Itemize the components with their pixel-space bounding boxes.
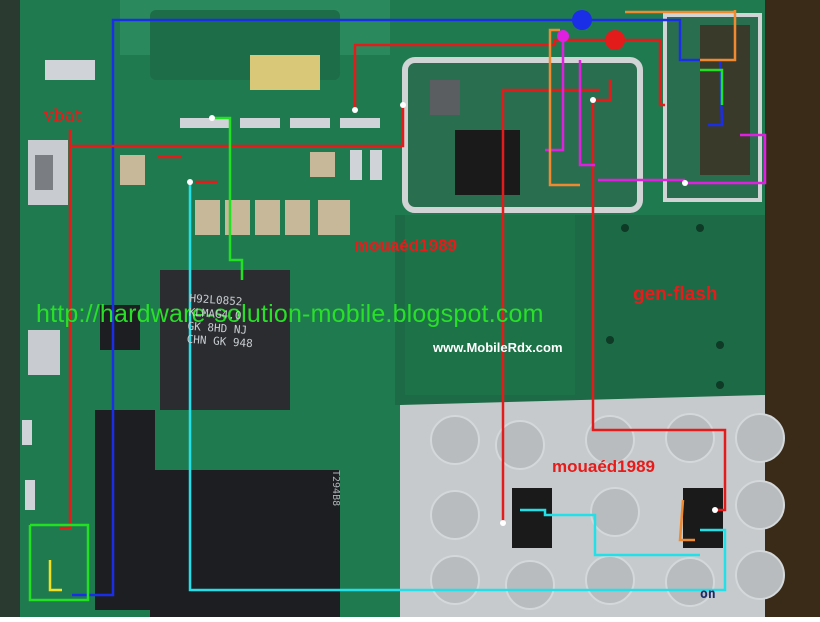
trace-red-gflash xyxy=(591,100,727,512)
trace-orange-left xyxy=(548,28,580,187)
keypad-component-left xyxy=(512,488,552,548)
trace-red-top xyxy=(70,105,405,148)
shield-component xyxy=(430,80,460,115)
repair-traces xyxy=(28,10,767,602)
vias xyxy=(606,224,724,389)
side-button-mid xyxy=(28,330,60,375)
trace-cyan xyxy=(188,182,727,592)
trace-magenta-right xyxy=(685,133,767,185)
main-processor xyxy=(160,270,290,410)
trace-cyan-keypad xyxy=(520,508,700,557)
trace-green xyxy=(212,116,244,280)
connector-pad xyxy=(45,60,95,80)
trace-blue xyxy=(72,18,582,597)
trace-red-vbat xyxy=(60,130,72,530)
small-ic xyxy=(100,305,140,350)
trace-orange-keypad xyxy=(678,499,695,542)
blog-url: http://hardware-solution-mobile.blogspot… xyxy=(36,300,544,328)
dark-patch xyxy=(405,215,575,395)
blue-test-point xyxy=(572,10,592,30)
memory-chip xyxy=(150,470,340,617)
trace-red-upper xyxy=(353,38,615,110)
keypad-pads xyxy=(430,413,785,610)
trace-blue-right xyxy=(582,18,700,62)
site-watermark: www.MobileRdx.com xyxy=(433,340,563,355)
trace-green-right xyxy=(700,68,724,105)
solder-marks xyxy=(187,97,718,526)
left-edge xyxy=(0,0,20,617)
magenta-test-point xyxy=(557,30,569,42)
trace-red-keypad xyxy=(501,88,600,523)
red-test-point xyxy=(605,30,625,50)
main-chip-marking: H92L0852 KLMAG4.0 GK 8HD NJ CHN GK 948 xyxy=(186,291,254,351)
watermark-bottom: mouaéd1989 xyxy=(552,457,655,476)
rf-chip xyxy=(455,130,520,195)
trace-yellow xyxy=(48,560,62,592)
side-button-top-core xyxy=(35,155,53,190)
left-chip xyxy=(95,410,155,610)
trace-green-box xyxy=(28,523,90,602)
gen-flash-label: gen-flash xyxy=(633,284,718,305)
vbat-label: vbat xyxy=(44,106,82,126)
watermark-top: mouaéd1989 xyxy=(354,236,457,255)
connector-pins xyxy=(700,25,750,175)
trace-orange-top xyxy=(700,10,737,62)
trace-red-right xyxy=(615,38,665,107)
keypad-marking: on xyxy=(700,587,716,602)
trace-blue-conn xyxy=(708,59,724,127)
memory-chip-marking: T294B8 xyxy=(330,470,341,507)
trace-magenta-mid xyxy=(578,60,595,167)
trace-red-shield xyxy=(595,80,612,102)
small-components xyxy=(22,118,382,510)
gold-pad xyxy=(250,55,320,90)
keypad-component-right xyxy=(683,488,723,548)
